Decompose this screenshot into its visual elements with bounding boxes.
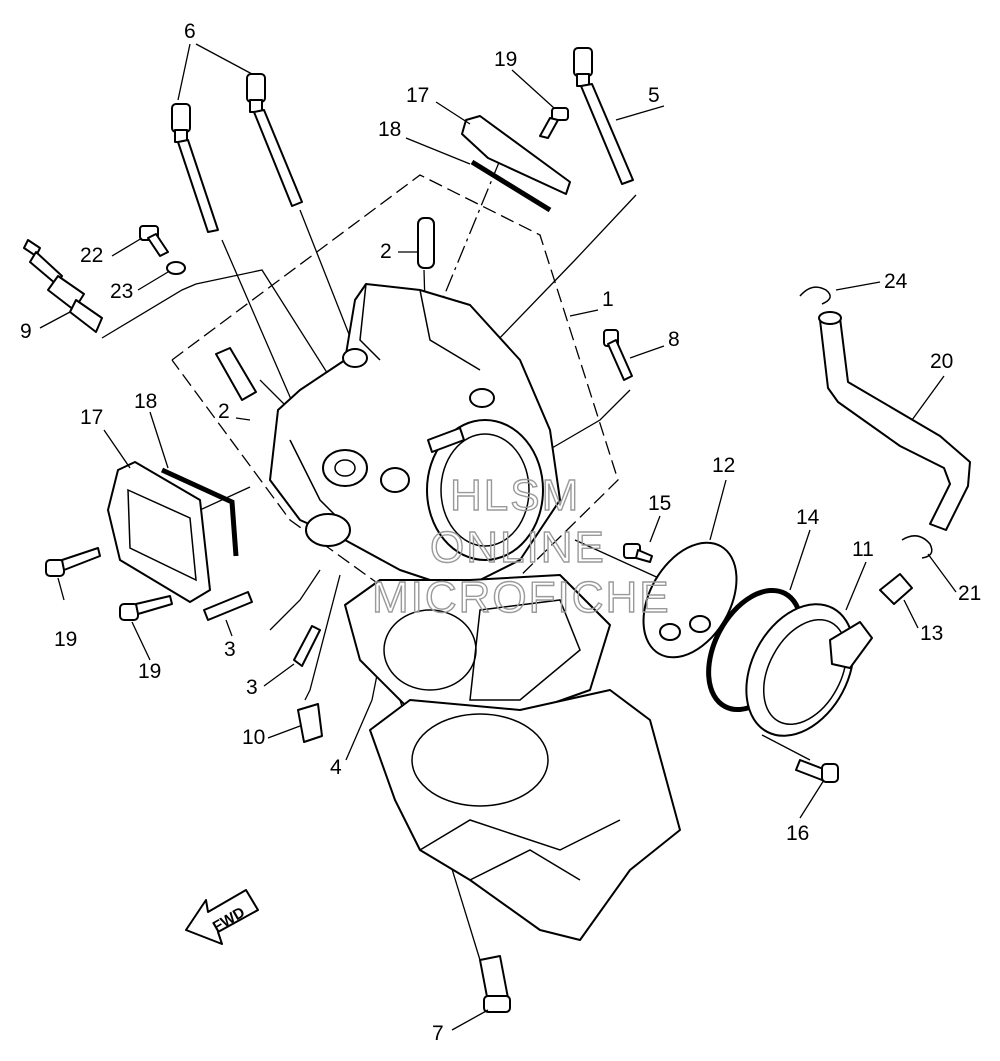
callout-15: 15 [648, 492, 671, 515]
callout-2-upper: 2 [380, 240, 392, 263]
callout-8: 8 [668, 328, 680, 351]
watermark: HLSM ONLINE MICROFICHE [371, 470, 671, 622]
callout-2-lower: 2 [218, 400, 230, 423]
watermark-line-1: HLSM [450, 471, 580, 520]
callout-4: 4 [330, 756, 342, 779]
cylinder-head [269, 283, 561, 591]
callout-19-left-lower: 19 [138, 660, 161, 683]
callout-17-left: 17 [80, 406, 103, 429]
forward-direction-arrow: FWD [185, 889, 259, 945]
callout-3-lower: 3 [246, 676, 258, 699]
stud-3-lower [293, 625, 321, 667]
callout-18-top: 18 [378, 118, 401, 141]
assembly-boundary [171, 174, 619, 641]
callout-7: 7 [432, 1022, 444, 1045]
callout-22: 22 [80, 244, 103, 267]
callout-10: 10 [242, 726, 265, 749]
callout-16: 16 [786, 822, 809, 845]
cylinder-head-bolt-5 [573, 47, 634, 185]
tappet-cover-top [461, 115, 571, 213]
callout-5: 5 [648, 84, 660, 107]
callout-19-top: 19 [494, 48, 517, 71]
thermostat-housing [745, 603, 873, 737]
stud-3-upper [203, 591, 253, 621]
bolt-15 [623, 543, 653, 563]
bolt-16 [795, 759, 839, 783]
callout-14: 14 [796, 506, 820, 529]
callout-1: 1 [602, 288, 614, 311]
bolt-19-top [539, 107, 569, 139]
cylinder-head-bolt-left [171, 103, 219, 233]
spark-plug [23, 239, 103, 333]
cylinder-block [369, 689, 681, 941]
watermark-line-2: ONLINE [430, 523, 606, 572]
callout-20: 20 [930, 350, 953, 373]
bolt-19-left-lower [119, 595, 173, 621]
collar-10 [297, 703, 323, 743]
bolt-19-left-upper [45, 547, 101, 577]
callout-labels: 1 2 2 3 3 4 5 6 7 8 9 10 11 12 13 14 15 … [20, 20, 981, 1045]
dowel-pin-upper [417, 217, 435, 269]
callout-6: 6 [184, 20, 196, 43]
fitting-13 [879, 573, 913, 605]
hose-clamp-21 [901, 535, 933, 559]
coolant-hose [818, 311, 971, 531]
callout-leaders [39, 43, 957, 1031]
tappet-cover-left [107, 461, 239, 603]
cylinder-gasket [344, 574, 611, 721]
callout-3-upper: 3 [224, 638, 236, 661]
callout-21: 21 [958, 582, 981, 605]
hose-clamp-24 [799, 286, 831, 305]
callout-12: 12 [712, 454, 735, 477]
cylinder-head-bolt-right [246, 73, 303, 207]
callout-11: 11 [852, 538, 874, 561]
callout-23: 23 [110, 280, 133, 303]
bolt-8 [603, 329, 633, 381]
callout-9: 9 [20, 320, 32, 343]
callout-19-left-upper: 19 [54, 628, 77, 651]
bolt-22 [139, 225, 169, 257]
watermark-line-3: MICROFICHE [372, 573, 671, 622]
callout-13: 13 [920, 622, 943, 645]
bolt-7 [479, 955, 511, 1013]
callout-18-left: 18 [134, 390, 157, 413]
washer-23 [166, 261, 186, 275]
callout-24: 24 [884, 270, 908, 293]
callout-17-top: 17 [406, 84, 429, 107]
dowel-pin-lower [215, 347, 257, 401]
